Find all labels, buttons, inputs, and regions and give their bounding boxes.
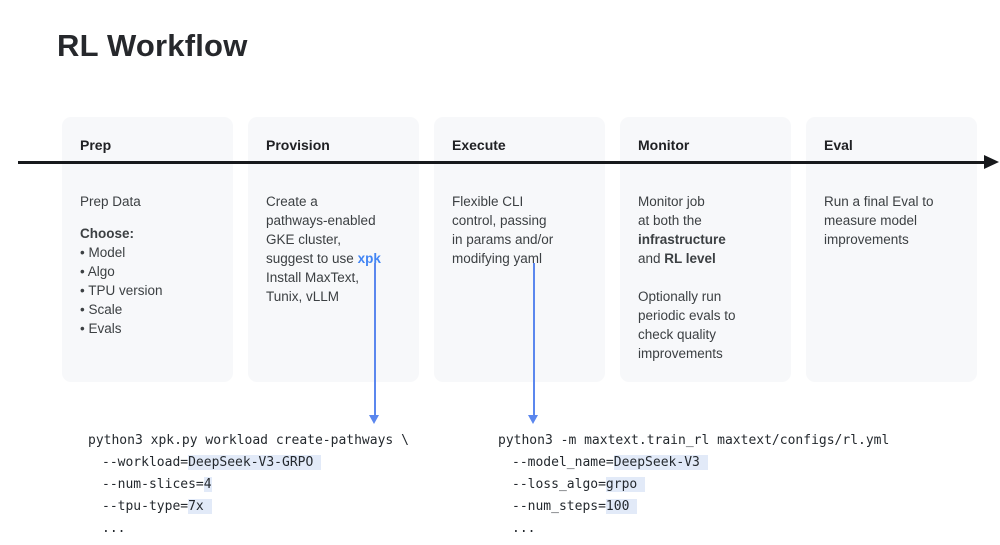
arg-name: --num-slices= [102, 477, 204, 492]
page-title: RL Workflow [57, 28, 248, 63]
bullet-tpu-version: • TPU version [80, 283, 163, 298]
code-block-xpk: python3 xpk.py workload create-pathways … [88, 430, 409, 540]
card-prep: Prep Prep Data Choose: • Model • Algo • … [62, 117, 233, 382]
monitor-bold-rl-level: RL level [664, 251, 716, 266]
execute-line: in params and/or [452, 232, 554, 247]
card-execute: Execute Flexible CLI control, passing in… [434, 117, 605, 382]
code-arg-loss-algo: --loss_algo=grpo [498, 474, 889, 496]
provision-down-arrow-icon [374, 263, 376, 415]
card-monitor: Monitor Monitor job at both the infrastr… [620, 117, 791, 382]
provision-link-line: suggest to use xpk [266, 249, 401, 268]
monitor-mixed-line: and RL level [638, 249, 773, 268]
card-provision-header: Provision [266, 137, 330, 153]
monitor-bold-infrastructure: infrastructure [638, 232, 726, 247]
timeline-arrowhead-icon [984, 155, 999, 169]
arg-value-highlight: grpo [605, 477, 646, 492]
arg-name: --model_name= [512, 455, 614, 470]
monitor-line: periodic evals to [638, 308, 736, 323]
monitor-line: improvements [638, 346, 723, 361]
arg-name: --num_steps= [512, 499, 606, 514]
monitor-line: at both the [638, 213, 702, 228]
eval-line: Run a final Eval to [824, 194, 934, 209]
arg-value-highlight: 100 [605, 499, 638, 514]
arg-value-highlight: 7x [188, 499, 212, 514]
workflow-cards-row: Prep Prep Data Choose: • Model • Algo • … [62, 117, 977, 382]
monitor-line: Monitor job [638, 194, 705, 209]
monitor-and-text: and [638, 251, 665, 266]
card-execute-body: Flexible CLI control, passing in params … [452, 192, 587, 268]
card-monitor-body: Monitor job at both the infrastructure a… [638, 192, 773, 363]
arg-value-highlight: DeepSeek-V3-GRPO [188, 455, 322, 470]
arg-value-highlight: 4 [203, 477, 212, 492]
monitor-line: check quality [638, 327, 717, 342]
monitor-line: Optionally run [638, 289, 722, 304]
eval-line: improvements [824, 232, 909, 247]
provision-down-arrowhead-icon [369, 415, 379, 424]
code-ellipsis: ... [102, 521, 126, 536]
arg-name: --workload= [102, 455, 189, 470]
code-arg-num-slices: --num-slices=4 [88, 474, 409, 496]
card-eval-header: Eval [824, 137, 853, 153]
card-monitor-header: Monitor [638, 137, 690, 153]
execute-line: modifying yaml [452, 251, 543, 266]
prep-data-line: Prep Data [80, 194, 141, 209]
choose-block: Choose: • Model • Algo • TPU version • S… [80, 224, 215, 338]
execute-down-arrowhead-icon [528, 415, 538, 424]
execute-line: control, passing [452, 213, 547, 228]
monitor-paragraph-2: Optionally run periodic evals to check q… [638, 287, 773, 363]
card-provision-body: Create a pathways-enabled GKE cluster, s… [266, 192, 401, 306]
provision-line: GKE cluster, [266, 232, 342, 247]
card-provision: Provision Create a pathways-enabled GKE … [248, 117, 419, 382]
code-arg-tpu-type: --tpu-type=7x [88, 496, 409, 518]
code-arg-workload: --workload=DeepSeek-V3-GRPO [88, 452, 409, 474]
card-eval: Eval Run a final Eval to measure model i… [806, 117, 977, 382]
code-command: python3 -m maxtext.train_rl maxtext/conf… [498, 433, 890, 448]
bullet-model: • Model [80, 245, 126, 260]
execute-line: Flexible CLI [452, 194, 524, 209]
provision-line: Install MaxText, [266, 270, 360, 285]
card-execute-header: Execute [452, 137, 506, 153]
timeline-arrow-line [18, 161, 986, 164]
execute-down-arrow-icon [533, 263, 535, 415]
provision-line: Tunix, vLLM [266, 289, 340, 304]
arg-name: --loss_algo= [512, 477, 606, 492]
arg-name: --tpu-type= [102, 499, 189, 514]
arg-value-highlight: DeepSeek-V3 [613, 455, 708, 470]
provision-line: pathways-enabled [266, 213, 376, 228]
card-prep-body: Prep Data Choose: • Model • Algo • TPU v… [80, 192, 215, 338]
card-eval-body: Run a final Eval to measure model improv… [824, 192, 959, 249]
card-prep-header: Prep [80, 137, 112, 153]
bullet-scale: • Scale [80, 302, 123, 317]
code-arg-model-name: --model_name=DeepSeek-V3 [498, 452, 889, 474]
code-arg-num-steps: --num_steps=100 [498, 496, 889, 518]
code-block-maxtext: python3 -m maxtext.train_rl maxtext/conf… [498, 430, 889, 540]
choose-label: Choose: [80, 226, 134, 241]
provision-line: Create a [266, 194, 318, 209]
eval-line: measure model [824, 213, 918, 228]
bullet-evals: • Evals [80, 321, 122, 336]
provision-link-prefix: suggest to use [266, 251, 358, 266]
xpk-link[interactable]: xpk [357, 251, 381, 266]
code-ellipsis: ... [512, 521, 536, 536]
bullet-algo: • Algo [80, 264, 115, 279]
code-command: python3 xpk.py workload create-pathways … [88, 433, 409, 448]
